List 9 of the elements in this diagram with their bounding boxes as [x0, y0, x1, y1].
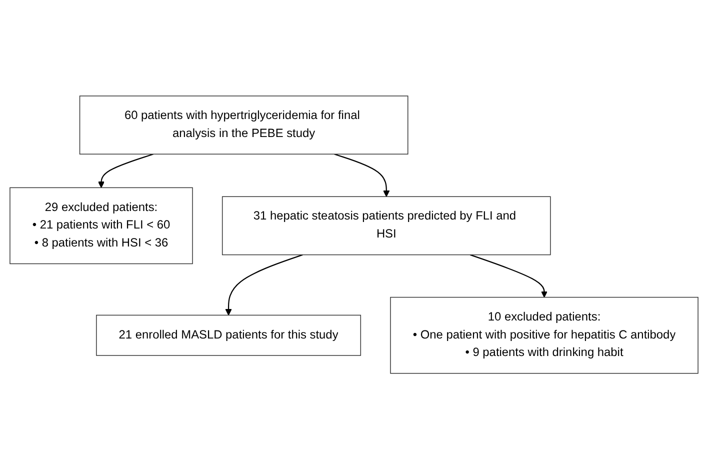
node-box: 21 enrolled MASLD patients for this study	[96, 315, 362, 356]
node-box: 10 excluded patients: • One patient with positive for hepatitis C antibody • 9 patients with drinking habit	[390, 297, 698, 374]
arrow	[470, 254, 548, 298]
arrow	[98, 154, 154, 188]
node-box: 60 patients with hypertriglyceridemia for final analysis in the PEBE study	[79, 96, 408, 155]
arrow	[225, 254, 303, 316]
node-box: 31 hepatic steatosis patients predicted by FLI and HSI	[222, 196, 551, 256]
arrow	[334, 154, 390, 198]
node-box: 29 excluded patients: • 21 patients with FLI < 60 • 8 patients with HSI < 36	[10, 188, 193, 264]
